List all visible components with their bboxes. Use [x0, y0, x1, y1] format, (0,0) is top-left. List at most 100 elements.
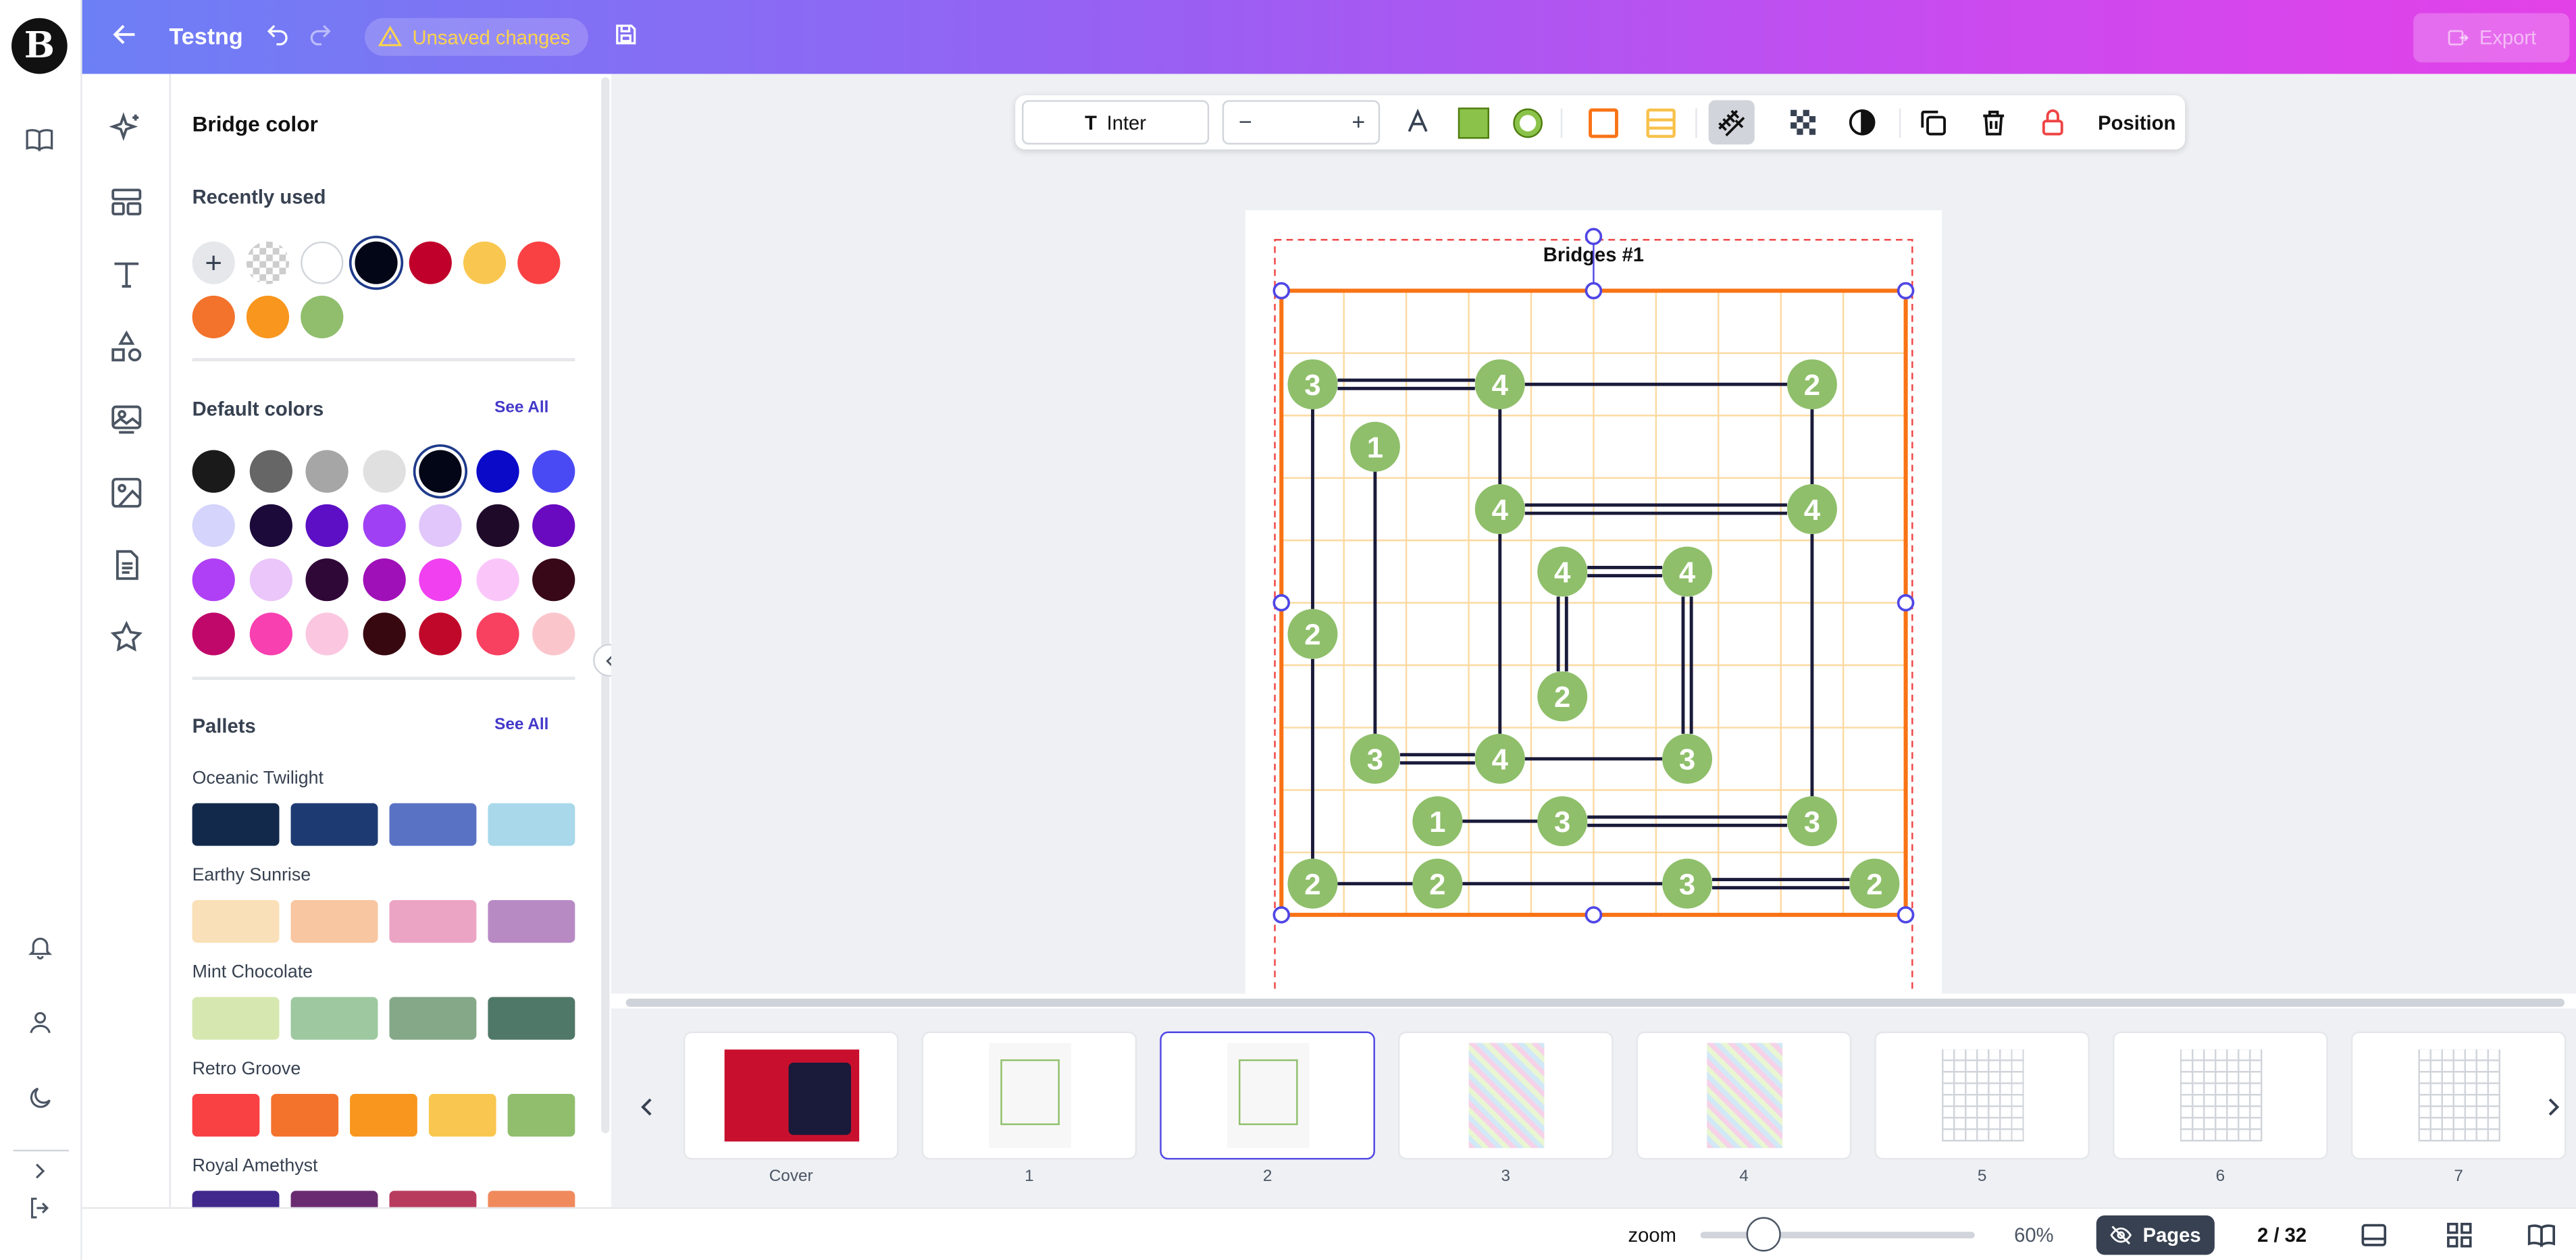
pallet-color-box[interactable]	[428, 1093, 496, 1137]
recent-color-swatch[interactable]	[301, 295, 344, 339]
resize-handle[interactable]	[1272, 282, 1291, 300]
default-color-swatch[interactable]	[305, 612, 349, 656]
island-circle[interactable]	[1537, 546, 1588, 597]
pallet-color-box[interactable]	[271, 1093, 339, 1137]
shapes-icon[interactable]	[109, 328, 145, 365]
default-color-swatch[interactable]	[532, 504, 575, 547]
island-circle[interactable]	[1786, 796, 1837, 847]
contrast-icon[interactable]	[1847, 107, 1880, 140]
island-circle[interactable]	[1474, 484, 1525, 535]
pallet-color-box[interactable]	[488, 1190, 575, 1207]
image-icon[interactable]	[109, 475, 145, 511]
single-page-view-icon[interactable]	[2359, 1220, 2389, 1250]
default-color-swatch[interactable]	[419, 504, 462, 547]
duplicate-icon[interactable]	[1917, 107, 1951, 140]
island-circle[interactable]	[1786, 484, 1837, 535]
default-color-swatch[interactable]	[192, 450, 235, 493]
default-color-swatch[interactable]	[362, 450, 405, 493]
default-color-swatch[interactable]	[249, 558, 292, 602]
pallet-color-box[interactable]	[488, 997, 575, 1040]
pallet-color-box[interactable]	[350, 1093, 417, 1137]
island-circle[interactable]	[1287, 858, 1338, 909]
book-icon[interactable]	[22, 122, 58, 158]
default-color-swatch[interactable]	[192, 612, 235, 656]
user-icon[interactable]	[22, 1003, 58, 1040]
pallet-color-box[interactable]	[290, 803, 378, 846]
default-color-swatch[interactable]	[532, 450, 575, 493]
recent-color-swatch[interactable]	[517, 241, 561, 284]
position-button[interactable]: Position	[2098, 111, 2176, 135]
resize-handle[interactable]	[1897, 906, 1915, 924]
pallet-color-box[interactable]	[488, 803, 575, 846]
default-color-swatch[interactable]	[475, 558, 519, 602]
image-gallery-icon[interactable]	[109, 401, 145, 438]
default-color-swatch[interactable]	[419, 558, 462, 602]
island-circle[interactable]	[1537, 796, 1588, 847]
pallet-color-box[interactable]	[290, 997, 378, 1040]
resize-handle[interactable]	[1585, 906, 1603, 924]
add-color-button[interactable]: +	[192, 241, 235, 284]
grid-view-icon[interactable]	[2444, 1220, 2474, 1250]
recent-color-swatch[interactable]	[246, 295, 290, 339]
island-circle[interactable]	[1349, 733, 1400, 784]
default-color-swatch[interactable]	[419, 450, 462, 493]
save-icon[interactable]	[613, 22, 642, 51]
island-circle[interactable]	[1474, 359, 1525, 410]
default-color-swatch[interactable]	[475, 504, 519, 547]
page-thumbnail[interactable]	[921, 1031, 1137, 1160]
resize-handle[interactable]	[1272, 906, 1291, 924]
border-color-button[interactable]	[1587, 107, 1620, 140]
default-color-swatch[interactable]	[475, 450, 519, 493]
rotate-handle[interactable]	[1585, 228, 1603, 246]
chevron-left-icon[interactable]	[634, 1094, 664, 1124]
book-view-icon[interactable]	[2527, 1220, 2556, 1250]
default-color-swatch[interactable]	[362, 558, 405, 602]
back-arrow-icon[interactable]	[110, 20, 143, 53]
pallet-color-box[interactable]	[389, 997, 477, 1040]
resize-handle[interactable]	[1897, 282, 1915, 300]
recent-color-swatch[interactable]	[409, 241, 452, 284]
recent-color-swatch[interactable]	[463, 241, 507, 284]
pallet-color-box[interactable]	[389, 803, 477, 846]
decrease-size-button[interactable]: −	[1239, 108, 1252, 135]
resize-handle[interactable]	[1897, 594, 1915, 612]
font-size-stepper[interactable]: − +	[1222, 100, 1381, 145]
panel-scrollbar[interactable]	[601, 77, 610, 1134]
island-circle[interactable]	[1287, 608, 1338, 659]
default-color-swatch[interactable]	[532, 558, 575, 602]
island-circle[interactable]	[1662, 733, 1713, 784]
default-color-swatch[interactable]	[419, 612, 462, 656]
island-circle[interactable]	[1412, 796, 1463, 847]
pallet-color-box[interactable]	[290, 1190, 378, 1207]
default-color-swatch[interactable]	[249, 450, 292, 493]
increase-size-button[interactable]: +	[1351, 108, 1366, 135]
transparency-icon[interactable]	[1787, 107, 1820, 140]
sparkles-icon[interactable]	[109, 110, 145, 147]
default-color-swatch[interactable]	[305, 504, 349, 547]
font-select[interactable]: T Inter	[1021, 100, 1210, 145]
island-circle[interactable]	[1662, 858, 1713, 909]
default-color-swatch[interactable]	[362, 612, 405, 656]
editor-canvas[interactable]: T Inter − +	[611, 74, 2576, 994]
pallet-color-box[interactable]	[192, 803, 280, 846]
default-color-swatch[interactable]	[475, 612, 519, 656]
default-color-swatch[interactable]	[249, 612, 292, 656]
island-circle[interactable]	[1349, 421, 1400, 472]
text-icon[interactable]	[109, 256, 145, 292]
grid-color-button[interactable]	[1645, 107, 1678, 140]
pages-toggle-button[interactable]: Pages	[2096, 1215, 2215, 1255]
redo-icon[interactable]	[307, 22, 337, 51]
pallet-color-box[interactable]	[389, 1190, 477, 1207]
default-color-swatch[interactable]	[362, 504, 405, 547]
pallet-color-box[interactable]	[488, 899, 575, 943]
page-thumbnail[interactable]	[1874, 1031, 2090, 1160]
logout-icon[interactable]	[22, 1189, 58, 1226]
bridge-style-button[interactable]	[1708, 100, 1755, 145]
resize-handle[interactable]	[1585, 282, 1603, 300]
moon-icon[interactable]	[22, 1079, 58, 1115]
star-icon[interactable]	[109, 619, 145, 656]
see-all-default-link[interactable]: See All	[494, 399, 549, 417]
recent-color-swatch[interactable]	[192, 295, 235, 339]
island-circle[interactable]	[1474, 733, 1525, 784]
recent-color-swatch[interactable]	[301, 241, 344, 284]
